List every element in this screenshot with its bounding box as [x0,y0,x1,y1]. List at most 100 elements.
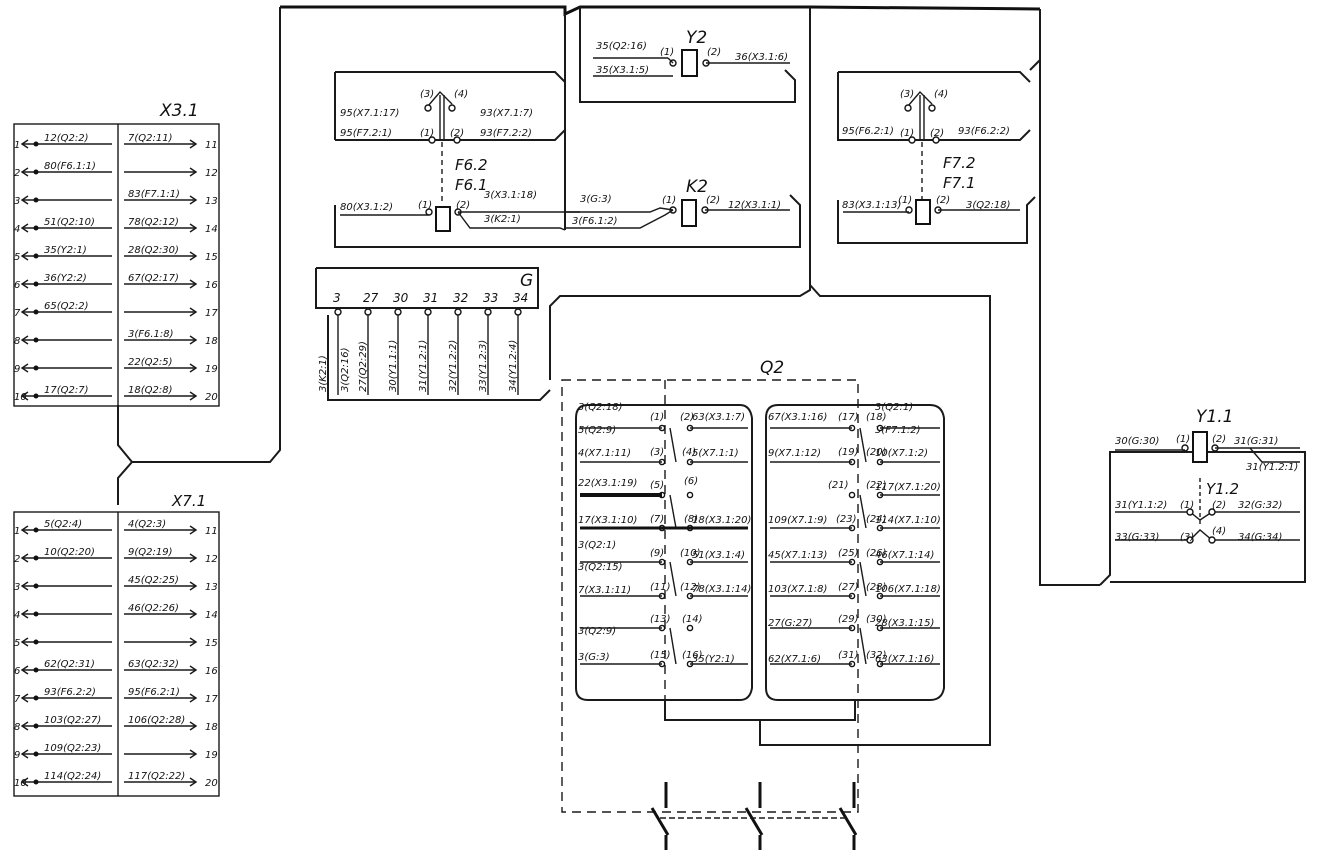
g-wire-label: 33(Y1.2:3) [478,340,489,392]
x31-right-label: 7(Q2:11) [128,133,173,144]
q2-left-pin: (5) [650,480,664,491]
x31-right-label: 78(Q2:12) [128,217,179,228]
f61-title: F6.1 [455,176,487,194]
g-title: G [520,271,533,291]
q2-right-pin: (21) [828,480,849,491]
g-pin-number: 3 [333,291,341,305]
f62-wire-3: 93(X7.1:7) [480,108,533,119]
q2-far-label: 117(X7.1:20) [875,482,941,493]
x31-terminal-number: 14 [205,224,218,235]
x31-left-label: 12(Q2:2) [44,133,89,144]
f72-wire-1: 95(F6.2:1) [842,126,894,137]
x71-terminal-number: 11 [205,526,218,537]
x31-right-label: 18(Q2:8) [128,385,173,396]
x71-right-label: 45(Q2:25) [128,575,179,586]
x71-terminal-number: 18 [205,722,218,733]
y11-title: Y1.1 [1196,407,1233,427]
g-pin-number: 33 [483,291,498,305]
q2-right-label: 9(X7.1:12) [768,448,821,459]
q2-left-pin: (7) [650,514,664,525]
q2-title: Q2 [760,358,784,378]
y2-pin-1: (1) [660,47,674,58]
k2-wire-1: 3(G:3) [580,194,612,205]
x71-right-label: 95(F6.2:1) [128,687,180,698]
k2-wire-3: 12(X3.1:1) [728,200,781,211]
x31-terminal-number: 2 [14,168,20,179]
y11-wire-3: 31(Y1.2:1) [1246,462,1298,473]
q2-right-pin: (22) [866,480,887,491]
q2-left-pin: (8) [684,514,698,525]
f62-wire-1: 95(X7.1:17) [340,108,399,119]
q2-right-pin: (24) [866,514,887,525]
y12-pin-3: (3) [1180,532,1194,543]
x31-terminal-number: 19 [205,364,218,375]
f62-pin-3: (3) [420,89,434,100]
x71-terminal-number: 17 [205,694,218,705]
x71-right-label: 4(Q2:3) [128,519,166,530]
g-pin-number: 31 [423,291,438,305]
x71-left-label: 93(F6.2:2) [44,687,96,698]
q2-left-pin: (3) [650,447,664,458]
g-pin-number: 27 [363,291,379,305]
x31-right-label: 67(Q2:17) [128,273,179,284]
f62-wire-4: 93(F7.2:2) [480,128,532,139]
x31-terminal-number: 10 [14,392,27,403]
x71-terminal-number: 13 [205,582,218,593]
q2-left-pin: (4) [682,447,696,458]
f61-pin-1: (1) [418,200,432,211]
f61-wire-2: 3(X3.1:18) [484,190,537,201]
f61-coil-icon [435,206,451,232]
q2-left-pin: (9) [650,548,664,559]
y12-pin-4: (4) [1212,526,1226,537]
x31-left-label: 65(Q2:2) [44,301,89,312]
x71-terminal-number: 1 [14,526,20,537]
k2-pin-2: (2) [706,195,720,206]
q2-right-label: 45(X7.1:13) [768,550,827,561]
q2-left-pin: (6) [684,476,698,487]
x31-terminal-number: 12 [205,168,218,179]
x31-terminal-number: 1 [14,140,20,151]
x31-left-label: 51(Q2:10) [44,217,95,228]
x31-left-label: 17(Q2:7) [44,385,89,396]
q2-right-pin: (25) [838,548,859,559]
x31-terminal-number: 20 [205,392,218,403]
x71-right-label: 9(Q2:19) [128,547,173,558]
x31-terminal-number: 9 [14,364,20,375]
f62-pin-2: (2) [450,128,464,139]
q2-far-label: 28(X3.1:15) [875,618,934,629]
x31-terminal-number: 18 [205,336,218,347]
x31-terminal-number: 6 [14,280,20,291]
q2-mid-label: 18(X3.1:20) [692,515,751,526]
x71-terminal-number: 12 [205,554,218,565]
q2-left-label: 3(Q2:18) [578,402,623,413]
q2-right-pin: (32) [866,650,887,661]
f62-wire-2: 95(F7.2:1) [340,128,392,139]
q2-right-label: 109(X7.1:9) [768,515,827,526]
x31-frame [13,123,220,407]
f71-wire-2: 3(Q2:18) [966,200,1011,211]
x71-terminal-number: 3 [14,582,20,593]
y11-pin-1: (1) [1176,434,1190,445]
q2-right-pin: (19) [838,447,859,458]
x31-terminal-number: 11 [205,140,218,151]
q2-left-label: 5(Q2:9) [578,425,616,436]
q2-left-pin: (10) [680,548,701,559]
x31-terminal-number: 8 [14,336,20,347]
f71-coil-icon [915,199,931,225]
f61-wire-1: 80(X3.1:2) [340,202,393,213]
x71-left-label: 5(Q2:4) [44,519,82,530]
q2-right-pin: (26) [866,548,887,559]
x71-left-label: 103(Q2:27) [44,715,101,726]
x71-right-label: 46(Q2:26) [128,603,179,614]
q2-left-pin: (12) [680,582,701,593]
f72-pin-3: (3) [900,89,914,100]
q2-left-pin: (14) [682,614,703,625]
x31-terminal-number: 5 [14,252,20,263]
g-wire-label: 27(Q2:29) [358,341,369,392]
x71-terminal-number: 19 [205,750,218,761]
y12-title: Y1.2 [1206,480,1239,498]
q2-left-pin: (15) [650,650,671,661]
x71-frame [13,511,220,797]
q2-main-contacts [650,782,858,850]
